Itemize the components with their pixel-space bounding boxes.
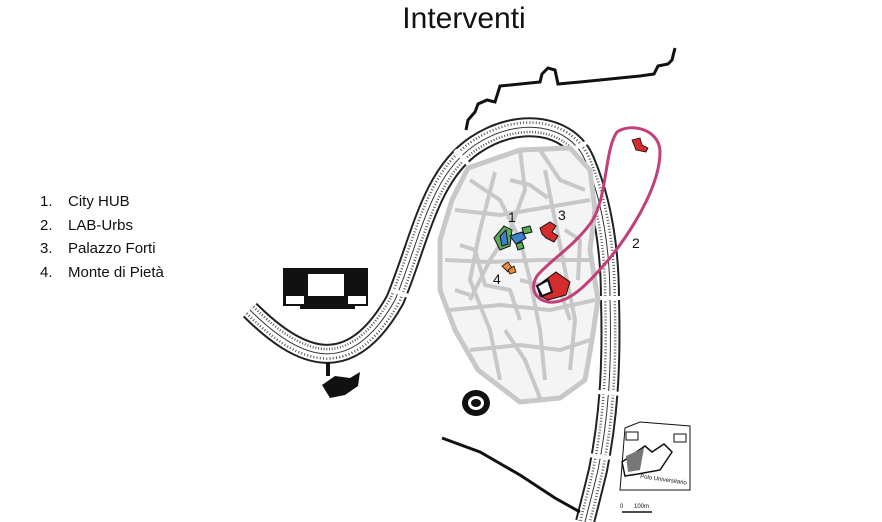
legend-item-palazzo-forti: 3. Palazzo Forti xyxy=(40,237,164,261)
legend-number: 2. xyxy=(40,216,53,234)
bridges xyxy=(391,138,623,460)
monte-di-pieta-building xyxy=(501,261,517,275)
legend-list: 1. City HUB 2. LAB-Urbs 3. Palazzo Forti 4.… xyxy=(40,190,164,284)
legend-label: Monte di Pietà xyxy=(68,263,164,281)
legend-label: LAB-Urbs xyxy=(68,216,134,234)
palazzo-forti-building xyxy=(539,221,559,243)
arena-amphitheatre xyxy=(462,390,490,416)
castle-fortress xyxy=(322,362,360,398)
legend-number: 4. xyxy=(40,263,53,281)
scale-bar: 0 100m xyxy=(620,504,652,513)
legend-item-city-hub: 1. City HUB xyxy=(40,190,164,214)
scale-end-label: 100m xyxy=(634,504,649,510)
scale-start-label: 0 xyxy=(620,504,624,510)
legend-label: City HUB xyxy=(68,193,130,210)
lab-urbs-area-outline xyxy=(532,126,662,304)
lab-urbs-building-south xyxy=(535,271,571,301)
city-hub-building xyxy=(493,225,533,251)
legend-label: Palazzo Forti xyxy=(68,240,156,257)
marker-1-label: 1 xyxy=(508,209,516,225)
legend-item-lab-urbs: 2. LAB-Urbs xyxy=(40,214,164,238)
page-title: Interventi xyxy=(402,2,526,35)
marker-4-label: 4 xyxy=(493,271,501,287)
river xyxy=(242,117,621,522)
city-wall-south xyxy=(441,436,581,514)
city-streets xyxy=(437,145,601,405)
marker-2-label: 2 xyxy=(632,235,640,251)
legend-number: 1. xyxy=(40,193,53,210)
lab-urbs-building-north xyxy=(631,137,649,153)
university-campus: Polo Universitario xyxy=(619,421,691,491)
legend-item-monte-di-pieta: 4. Monte di Pietà xyxy=(40,261,164,285)
city-wall-north xyxy=(464,47,677,131)
marker-3-label: 3 xyxy=(558,207,566,223)
western-palace-block xyxy=(283,268,368,309)
legend-number: 3. xyxy=(40,240,53,257)
